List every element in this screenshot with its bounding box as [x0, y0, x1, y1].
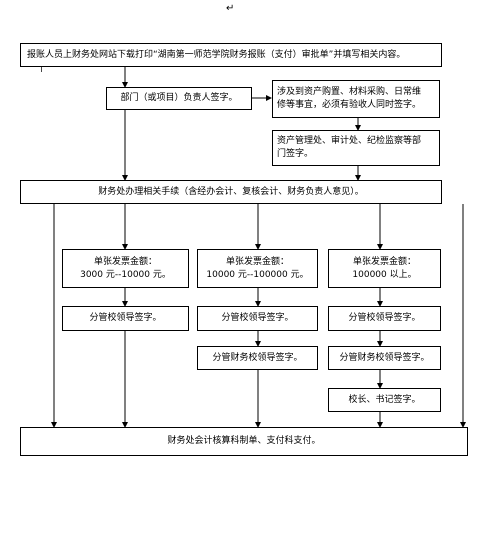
amount-tier-1: 单张发票金额： 3000 元--10000 元。: [62, 249, 189, 288]
step-audit-sign-line2: 门签字。: [277, 149, 314, 159]
step-acceptance-sign-line1: 涉及到资产购置、材料采购、日常维: [277, 87, 422, 97]
tier-3-president-sign-text: 校长、书记签字。: [348, 394, 421, 405]
step-department-sign: 部门（或项目）负责人签字。: [106, 87, 252, 110]
amount-tier-2-range: 10000 元--100000 元。: [206, 269, 309, 280]
tier-3-leader-sign: 分管校领导签字。: [328, 306, 441, 331]
tier-3-finance-leader-sign-text: 分管财务校领导签字。: [339, 352, 430, 363]
step-department-sign-text: 部门（或项目）负责人签字。: [120, 93, 238, 103]
step-download-form-text: 报账人员上财务处网站下载打印“湖南第一师范学院财务报账（支付）审批单”并填写相关…: [27, 49, 406, 60]
step-finance-processing: 财务处办理相关手续（含经办会计、复核会计、财务负责人意见）。: [20, 180, 442, 204]
step-download-form: 报账人员上财务处网站下载打印“湖南第一师范学院财务报账（支付）审批单”并填写相关…: [20, 43, 442, 67]
step-payment-text: 财务处会计核算科制单、支付科支付。: [167, 436, 321, 446]
text-cursor: |: [40, 63, 44, 73]
tier-3-finance-leader-sign: 分管财务校领导签字。: [328, 346, 441, 370]
paragraph-mark: ↵: [226, 3, 235, 14]
step-payment: 财务处会计核算科制单、支付科支付。: [20, 427, 468, 456]
step-audit-sign: 资产管理处、审计处、纪检监察等部 门签字。: [272, 130, 440, 166]
tier-2-leader-sign-text: 分管校领导签字。: [221, 313, 294, 323]
tier-3-leader-sign-text: 分管校领导签字。: [348, 313, 421, 323]
step-acceptance-sign-line2: 修等事宜，必须有验收人同时签字。: [277, 100, 422, 110]
step-acceptance-sign: 涉及到资产购置、材料采购、日常维 修等事宜，必须有验收人同时签字。: [272, 80, 440, 118]
amount-tier-3-label: 单张发票金额：: [352, 256, 416, 267]
tier-2-finance-leader-sign: 分管财务校领导签字。: [197, 346, 318, 370]
tier-1-leader-sign: 分管校领导签字。: [62, 306, 189, 331]
tier-3-president-sign: 校长、书记签字。: [328, 388, 441, 412]
amount-tier-2-label: 单张发票金额：: [225, 256, 289, 267]
amount-tier-1-label: 单张发票金额：: [93, 256, 157, 267]
step-audit-sign-line1: 资产管理处、审计处、纪检监察等部: [277, 136, 422, 146]
amount-tier-3: 单张发票金额： 100000 以上。: [328, 249, 441, 288]
step-finance-processing-text: 财务处办理相关手续（含经办会计、复核会计、财务负责人意见）。: [98, 186, 364, 197]
tier-2-finance-leader-sign-text: 分管财务校领导签字。: [212, 352, 303, 363]
tier-1-leader-sign-text: 分管校领导签字。: [89, 313, 162, 323]
amount-tier-2: 单张发票金额： 10000 元--100000 元。: [197, 249, 318, 288]
tier-2-leader-sign: 分管校领导签字。: [197, 306, 318, 331]
amount-tier-1-range: 3000 元--10000 元。: [80, 269, 171, 280]
amount-tier-3-range: 100000 以上。: [352, 269, 417, 280]
